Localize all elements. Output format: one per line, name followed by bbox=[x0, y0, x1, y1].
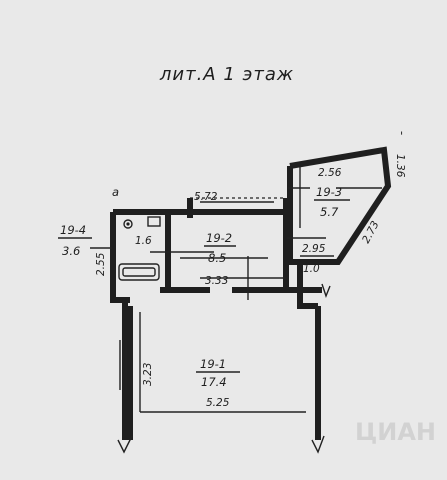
room-4-sub: 1.6 bbox=[135, 235, 152, 247]
walls bbox=[110, 146, 392, 454]
hall-walls bbox=[122, 297, 321, 440]
toilet-icon bbox=[123, 219, 133, 229]
room-1-id: 19-1 bbox=[200, 357, 226, 371]
dim-opening: 1.0 bbox=[303, 263, 320, 275]
bathroom-fixtures bbox=[118, 216, 161, 281]
room-4-id: 19-4 bbox=[60, 223, 86, 237]
corner-letter: а bbox=[112, 185, 119, 199]
plan-title: лит.А 1 этаж bbox=[159, 64, 294, 85]
bathtub-icon bbox=[118, 263, 160, 281]
room3-wall bbox=[289, 146, 392, 290]
dim-top-middle: 5.72 bbox=[194, 191, 218, 203]
sink-icon bbox=[147, 216, 161, 227]
dim-left-wall: 2.55 bbox=[95, 252, 107, 276]
room-3-area: 5.7 bbox=[320, 205, 339, 219]
dim-room3-right: 1.36 bbox=[394, 154, 406, 178]
dim-hall-height: 3.23 bbox=[142, 363, 154, 386]
dim-hall-width: 5.25 bbox=[206, 397, 230, 409]
dim-door-width: 3.33 bbox=[205, 275, 228, 287]
top-middle-wall bbox=[187, 198, 286, 218]
corner-mark: ' bbox=[400, 129, 403, 143]
bottom-left-break bbox=[117, 435, 133, 454]
room3-left-wall bbox=[287, 166, 300, 265]
upper-bottom-wall bbox=[168, 287, 318, 309]
room-1-area: 17.4 bbox=[201, 375, 227, 389]
dim-room3-bottom: 2.95 bbox=[302, 243, 326, 255]
dimension-lines bbox=[90, 166, 382, 413]
watermark: ЦИАН bbox=[355, 418, 436, 446]
room-2-id: 19-2 bbox=[206, 231, 232, 245]
room-3-id: 19-3 bbox=[316, 185, 342, 199]
hall-window bbox=[119, 340, 133, 390]
bottom-right-break bbox=[311, 435, 325, 454]
room-4-area: 3.6 bbox=[62, 244, 80, 258]
dim-room3-top: 2.56 bbox=[318, 167, 342, 179]
right-stub-break bbox=[321, 283, 331, 299]
room-2-area: 8.5 bbox=[208, 251, 226, 265]
